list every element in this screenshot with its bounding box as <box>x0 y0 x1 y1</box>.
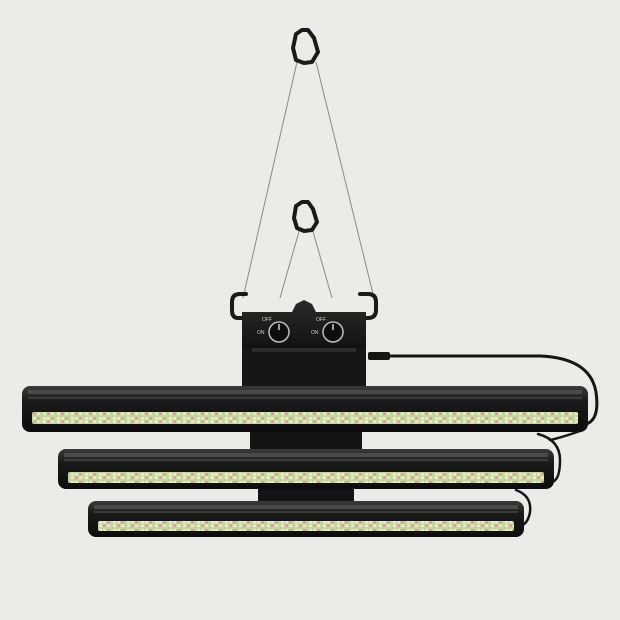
power-cord <box>368 352 599 528</box>
dimmer-knob-icon <box>268 321 290 343</box>
light-bar-3 <box>88 501 524 537</box>
carabiner-icon <box>291 28 320 65</box>
knob-left-on-label: ON <box>257 330 265 336</box>
hanging-wires <box>242 61 375 299</box>
light-bar-2 <box>58 449 554 489</box>
led-strip <box>32 412 578 424</box>
led-strip <box>98 521 514 531</box>
dimmer-knob-icon <box>322 321 344 343</box>
knob-right-off-label: OFF <box>316 317 326 323</box>
light-bar-1 <box>22 386 588 432</box>
knob-right-on-label: ON <box>311 330 319 336</box>
carabiner-icon <box>292 200 319 233</box>
dimmer-knob-left[interactable]: OFF ON <box>257 317 290 343</box>
bar-connector <box>250 430 362 452</box>
driver-housing <box>242 300 366 386</box>
hanger-hook-icon <box>230 292 378 320</box>
knob-left-off-label: OFF <box>262 317 272 323</box>
dimmer-knob-right[interactable]: OFF ON <box>311 317 344 343</box>
led-strip <box>68 472 544 483</box>
